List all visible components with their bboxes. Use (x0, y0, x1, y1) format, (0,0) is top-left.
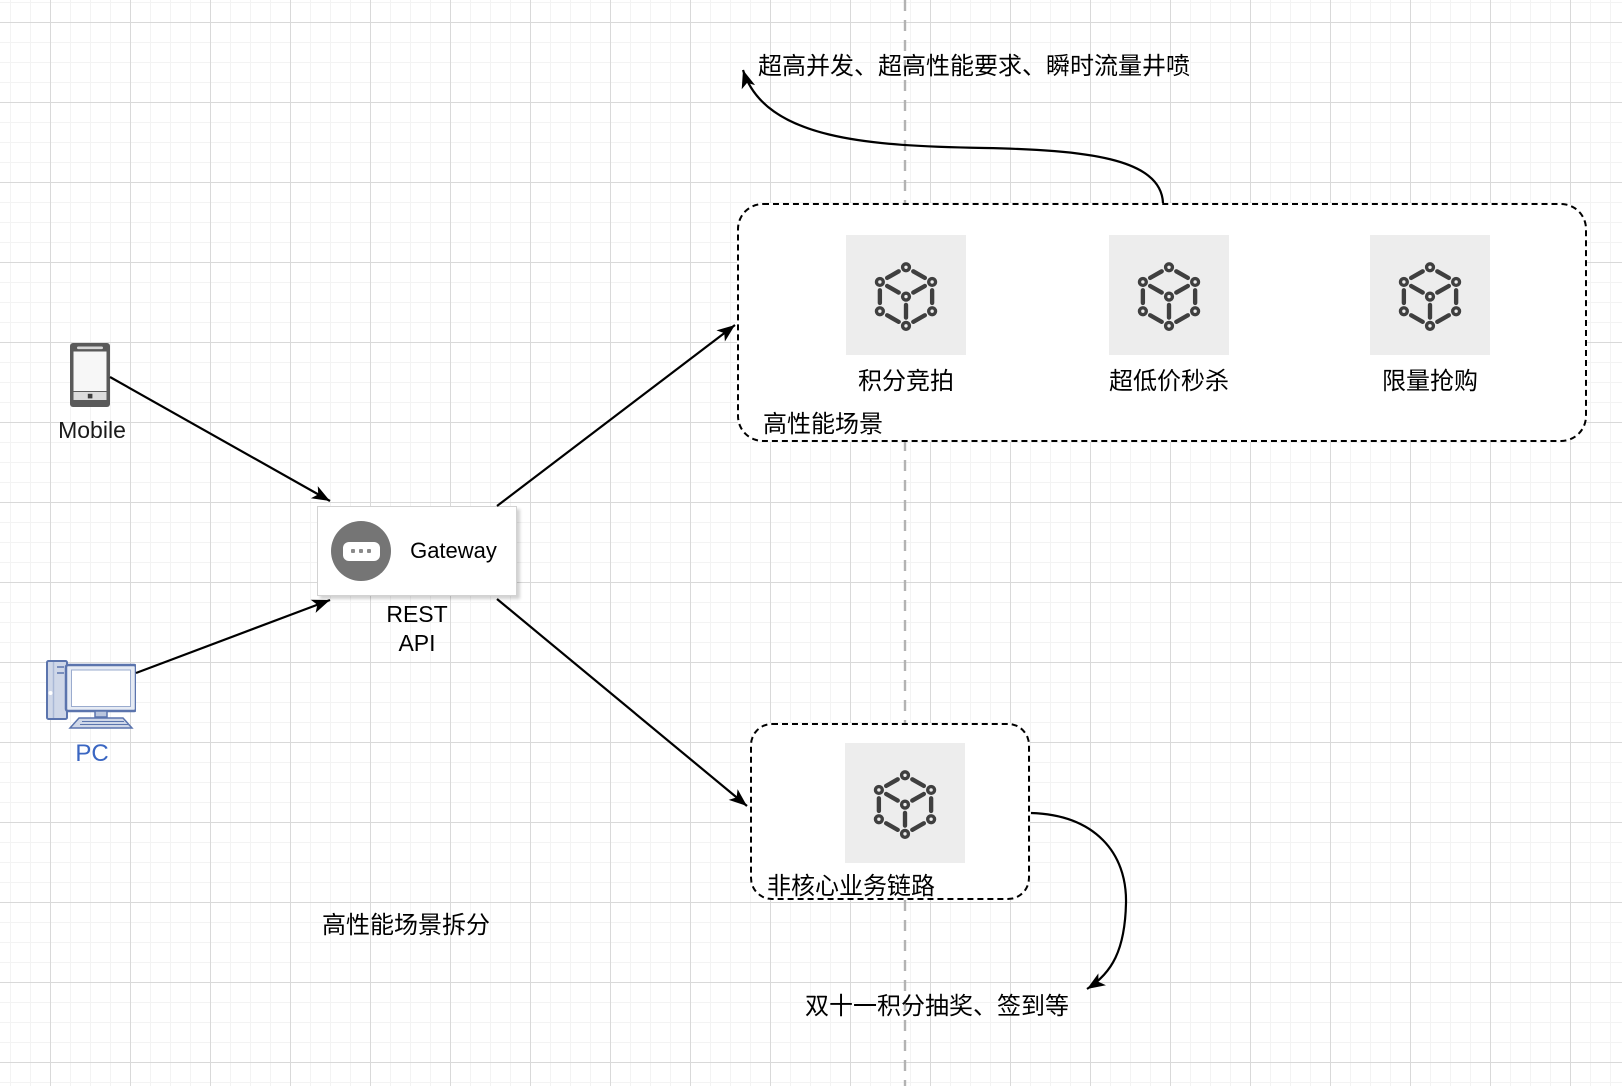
gateway-icon (331, 521, 391, 581)
edge-high-perf-to-annotation (741, 69, 1165, 204)
edge-pc-to-gateway (135, 598, 331, 675)
edge-gateway-to-non-core (496, 598, 748, 807)
pc-label: PC (75, 740, 109, 767)
cube-icon (1131, 257, 1207, 333)
service-label-seckill: 超低价秒杀 (1109, 368, 1229, 395)
edge-gateway-to-high-perf (496, 324, 736, 507)
annotation-burst-traffic: 超高并发、超高性能要求、瞬时流量井喷 (758, 53, 1190, 80)
group-label-non-core: 非核心业务链路 (767, 873, 935, 900)
pc-icon[interactable] (44, 659, 136, 731)
cube-icon (867, 765, 943, 841)
edge-mobile-to-gateway (109, 376, 331, 502)
service-node-auction[interactable] (846, 235, 966, 355)
diagram-caption: 高性能场景拆分 (322, 912, 490, 939)
service-node-seckill[interactable] (1109, 235, 1229, 355)
edge-non-core-to-annotation (1030, 811, 1128, 990)
gateway-icon-dot (366, 548, 372, 554)
gateway-icon-dot (350, 548, 356, 554)
mobile-icon[interactable] (69, 342, 111, 408)
gateway-label: Gateway (410, 538, 497, 563)
gateway-icon-dot (358, 548, 364, 554)
service-node-limited[interactable] (1370, 235, 1490, 355)
group-label-high-performance: 高性能场景 (763, 411, 883, 438)
mobile-label: Mobile (58, 417, 126, 443)
cube-icon (868, 257, 944, 333)
service-label-auction: 积分竞拍 (858, 368, 954, 395)
gateway-node[interactable]: Gateway (317, 506, 517, 596)
annotation-non-core-examples: 双十一积分抽奖、签到等 (805, 993, 1069, 1020)
service-node-non-core[interactable] (845, 743, 965, 863)
cube-icon (1392, 257, 1468, 333)
service-label-limited: 限量抢购 (1382, 368, 1478, 395)
gateway-protocol-label: REST API (386, 601, 448, 656)
gateway-icon-pill (342, 541, 380, 561)
